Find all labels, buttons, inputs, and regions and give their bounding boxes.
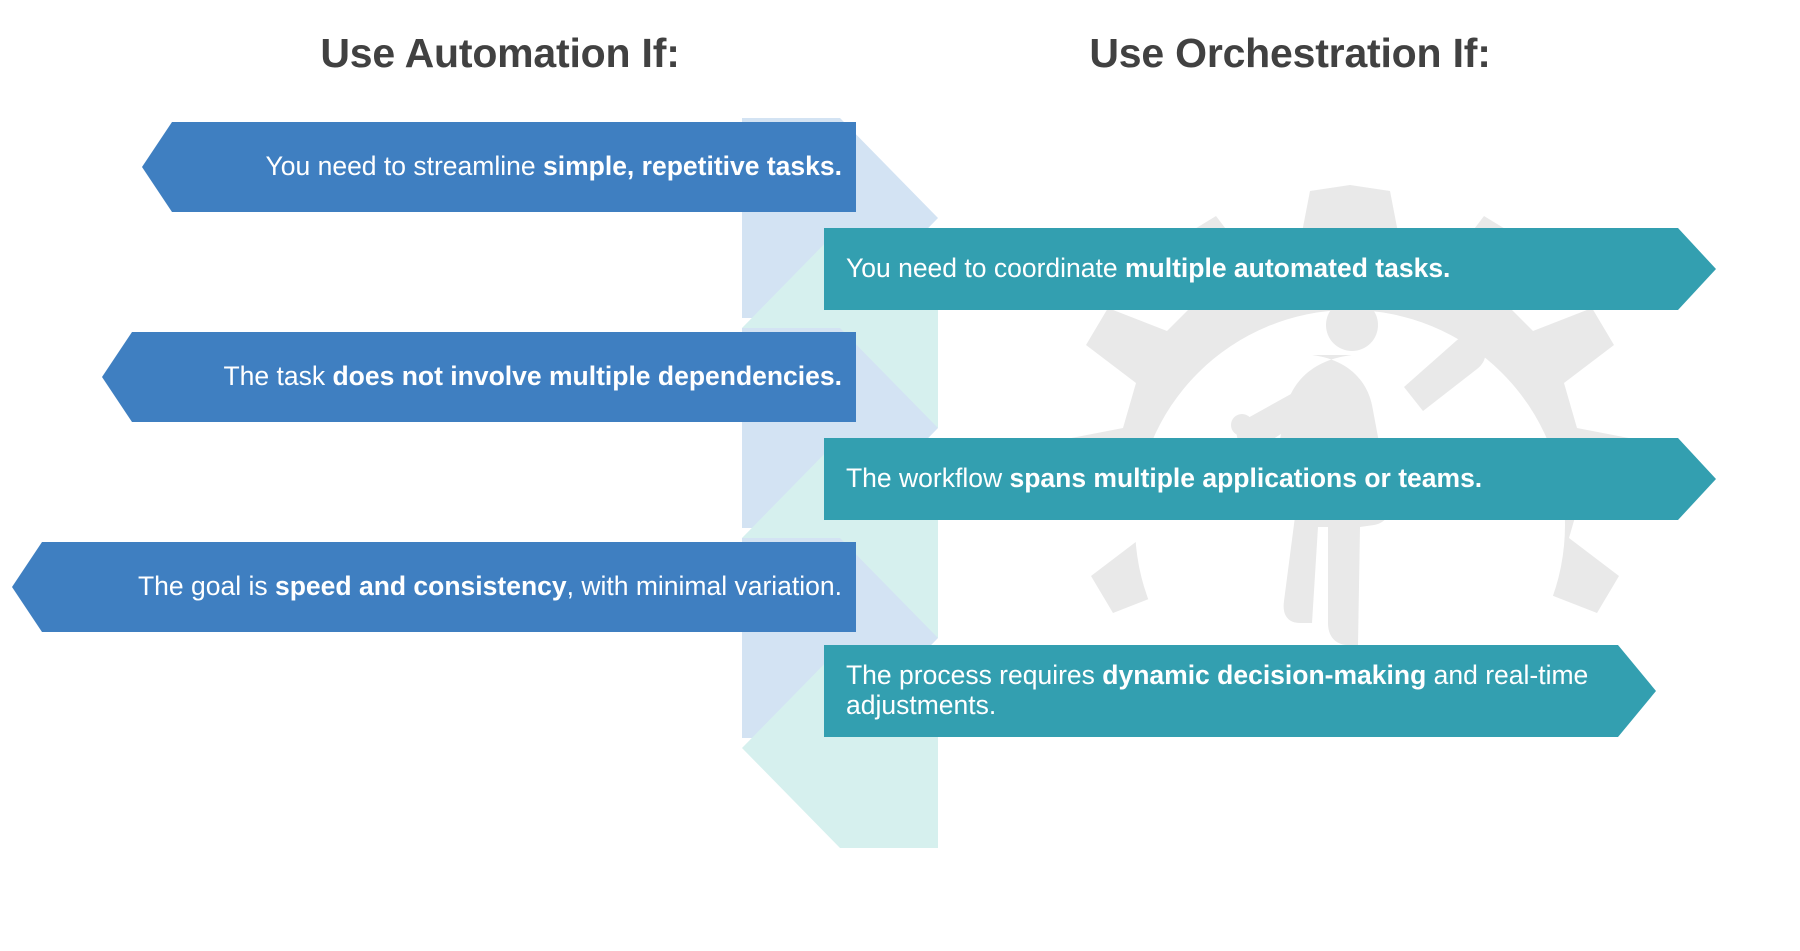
automation-item-1-text: You need to streamline simple, repetitiv…	[265, 151, 842, 182]
orchestration-item-2-text: The workflow spans multiple applications…	[846, 463, 1483, 494]
orchestration-item-1[interactable]: You need to coordinate multiple automate…	[824, 228, 1716, 310]
automation-item-3-text: The goal is speed and consistency, with …	[138, 571, 842, 602]
automation-item-2-text: The task does not involve multiple depen…	[223, 361, 843, 392]
automation-item-1[interactable]: You need to streamline simple, repetitiv…	[142, 122, 856, 212]
orchestration-item-3[interactable]: The process requires dynamic decision-ma…	[824, 645, 1656, 737]
orchestration-item-2[interactable]: The workflow spans multiple applications…	[824, 438, 1716, 520]
orchestration-item-1-text: You need to coordinate multiple automate…	[846, 253, 1451, 284]
left-column-title: Use Automation If:	[320, 30, 680, 76]
automation-item-2[interactable]: The task does not involve multiple depen…	[102, 332, 856, 422]
orchestration-item-3-text: The process requires dynamic decision-ma…	[846, 660, 1589, 720]
right-column-title: Use Orchestration If:	[1089, 30, 1491, 76]
automation-item-3[interactable]: The goal is speed and consistency, with …	[12, 542, 856, 632]
